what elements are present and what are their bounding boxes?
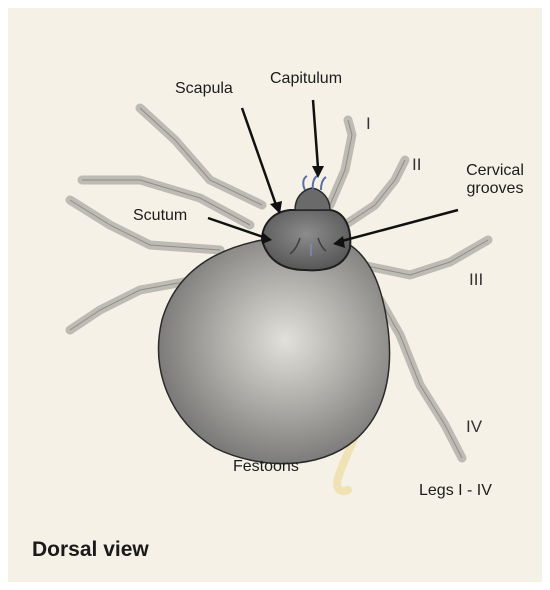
diagram-title: Dorsal view — [32, 538, 149, 562]
label-scapula: Scapula — [175, 80, 233, 98]
arrowhead-scapula — [270, 201, 282, 214]
label-capitulum: Capitulum — [270, 70, 342, 88]
label-festoons: Festoons — [233, 458, 299, 476]
leg-numeral-2: II — [412, 156, 421, 174]
tick-body — [159, 240, 390, 464]
label-scutum: Scutum — [133, 207, 187, 225]
capitulum-shape — [295, 188, 330, 210]
leg-right-2 — [345, 160, 405, 225]
arrow-scapula — [242, 108, 276, 205]
arrowhead-capitulum — [312, 166, 324, 178]
label-legs-range: Legs I - IV — [419, 482, 492, 500]
leg-right-1 — [330, 120, 352, 205]
label-cervical-grooves: Cervical grooves — [455, 162, 535, 198]
label-cervical-grooves-line2: grooves — [455, 180, 535, 198]
label-cervical-grooves-line1: Cervical — [455, 162, 535, 180]
leg-numeral-1: I — [366, 115, 371, 133]
leg-numeral-4: IV — [466, 418, 482, 436]
leg-numeral-3: III — [469, 271, 483, 289]
scutum-shape — [262, 210, 350, 270]
arrow-capitulum — [313, 100, 318, 168]
leg-left-1 — [140, 108, 262, 205]
